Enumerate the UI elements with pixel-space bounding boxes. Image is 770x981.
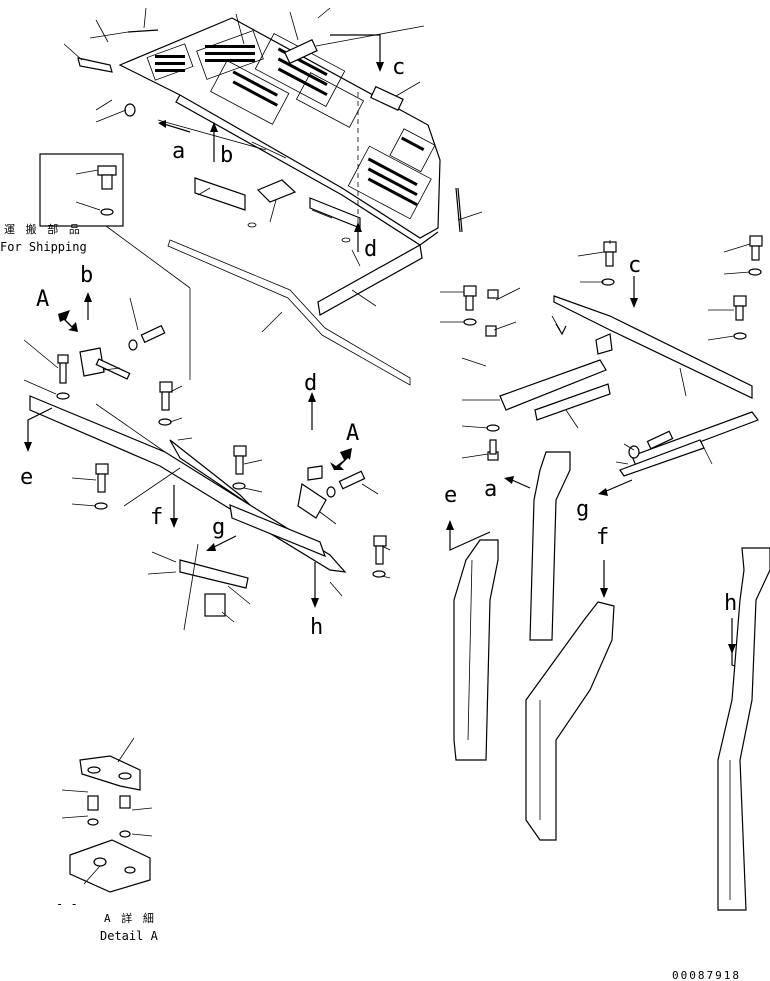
shipping-box	[39, 153, 124, 227]
bolt-set-r2	[463, 285, 477, 326]
view-arrow-a	[58, 310, 352, 470]
leader-lines	[23, 7, 751, 885]
label-e1: e	[20, 465, 33, 490]
detail-caption: - - A 詳 細 Detail A	[56, 897, 159, 943]
bolt-set-2	[158, 381, 173, 426]
label-c2: c	[628, 253, 641, 278]
bolt-set-r3	[748, 235, 763, 276]
label-d2: d	[304, 371, 317, 396]
shipping-caption-jp: 運 搬 部 品	[4, 222, 82, 236]
bolt-set-1	[56, 354, 70, 400]
bolt-set-r4	[733, 295, 747, 340]
shipping-caption: 運 搬 部 品 For Shipping	[0, 222, 87, 254]
detail-caption-jp: A 詳 細	[104, 911, 156, 925]
label-h1: h	[310, 615, 323, 640]
label-b1: b	[220, 143, 233, 168]
label-g1: g	[212, 515, 225, 540]
leg-under-a	[529, 451, 571, 641]
label-A2: A	[346, 421, 359, 446]
floor-plate	[118, 17, 463, 246]
label-d1: d	[364, 237, 377, 262]
right-frame	[463, 235, 763, 477]
under-plate-parts	[167, 177, 423, 386]
bolt-set-r5	[486, 424, 500, 461]
bolt-set-4	[232, 445, 247, 490]
reference-labels: A A a a b b c c d d e e f f g g h h	[20, 55, 737, 640]
leg-g	[717, 547, 770, 911]
bolt-set-r1	[601, 241, 617, 286]
drawing-number: 00087918	[672, 969, 741, 981]
leg-e	[453, 539, 499, 761]
label-e2: e	[444, 483, 457, 508]
detail-a	[69, 755, 151, 893]
detail-caption-en: Detail A	[100, 929, 159, 943]
bolt-set-5	[372, 535, 387, 578]
label-f2: f	[596, 525, 609, 550]
leg-f	[525, 601, 615, 841]
label-A1: A	[36, 287, 49, 312]
label-f1: f	[150, 505, 163, 530]
label-a1: a	[172, 139, 185, 164]
support-frame-left	[29, 324, 387, 617]
label-b2: b	[80, 263, 93, 288]
label-c1: c	[392, 55, 405, 80]
label-g2: g	[576, 497, 589, 522]
label-a2: a	[484, 477, 497, 502]
bolt-set-3	[94, 463, 109, 510]
label-h2: h	[724, 591, 737, 616]
shipping-caption-en: For Shipping	[0, 240, 87, 254]
detail-dashes: - -	[56, 897, 78, 911]
